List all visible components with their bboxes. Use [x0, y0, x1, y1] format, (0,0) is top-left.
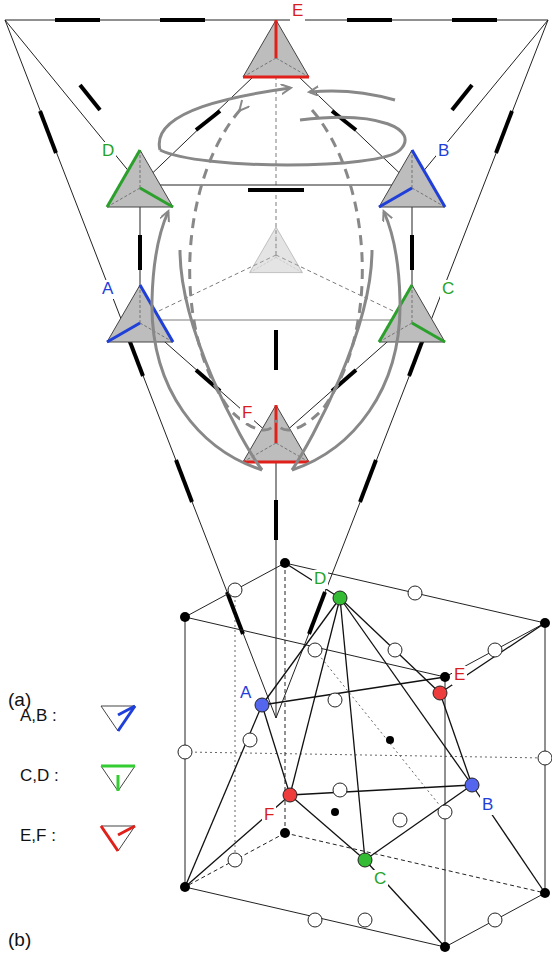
site-label: F: [240, 404, 254, 423]
site-label: E: [290, 2, 305, 21]
site-label: A: [238, 684, 253, 703]
cube-frame: [185, 563, 545, 947]
legend-text: A,B :: [18, 707, 59, 726]
site-label: C: [440, 280, 456, 299]
site-label: B: [480, 796, 495, 815]
open-sites: [178, 583, 552, 927]
bond-segments: [40, 20, 512, 634]
site-label: D: [100, 142, 116, 161]
legend-text: E,F :: [18, 827, 58, 846]
tetrahedron-edges: [185, 563, 545, 947]
site-label: D: [312, 570, 328, 589]
site-label: F: [262, 806, 276, 825]
site-label: A: [100, 280, 115, 299]
lattice-lines: [5, 20, 548, 718]
site-label: E: [452, 666, 467, 685]
flow-loops: [152, 88, 405, 470]
corner-sites: [180, 558, 550, 952]
site-label: B: [436, 142, 451, 161]
legend-text: C,D :: [18, 767, 61, 786]
site-label: C: [372, 870, 388, 889]
colored-sites: [255, 591, 479, 867]
panel-label: (b): [6, 930, 33, 951]
legend-samples: [101, 706, 135, 851]
